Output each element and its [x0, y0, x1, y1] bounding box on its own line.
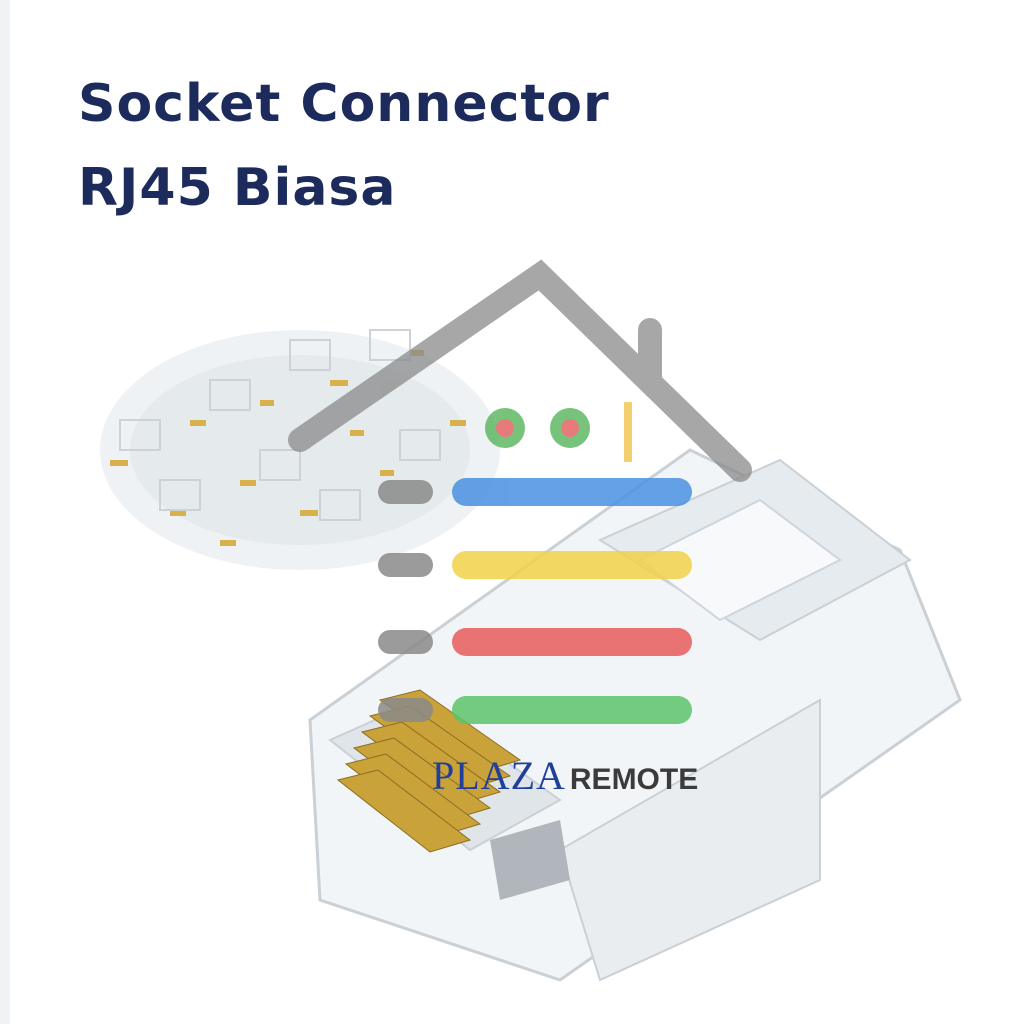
left-edge — [0, 0, 10, 1024]
watermark-suffix: REMOTE — [569, 763, 699, 796]
title-line-2: RJ45 Biasa — [78, 158, 397, 218]
title-line-1: Socket Connector — [78, 74, 610, 134]
house-icon — [288, 259, 752, 482]
product-title: Socket Connector RJ45 Biasa — [78, 62, 610, 230]
watermark-bars — [378, 478, 692, 724]
watermark-brand: PLAZA — [432, 753, 566, 798]
watermark-logo: PLAZA REMOTE — [432, 752, 698, 799]
